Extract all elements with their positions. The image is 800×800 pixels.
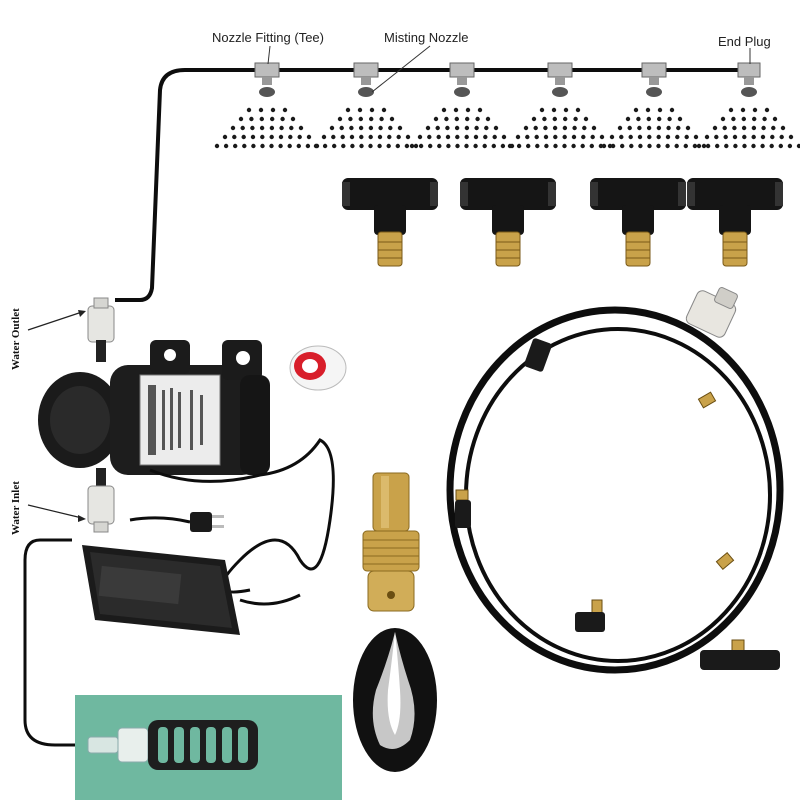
tee-fittings-row xyxy=(342,178,783,267)
diaphragm-pump-icon xyxy=(38,297,270,533)
mist-spray xyxy=(601,107,707,149)
misting-ring-icon xyxy=(446,287,784,674)
callout-line-nozzle-fitting xyxy=(267,45,271,65)
power-cable xyxy=(149,438,335,594)
end-plug xyxy=(737,62,761,85)
nozzle-fitting-tee xyxy=(449,62,475,85)
mist-spray xyxy=(696,107,800,149)
ac-plug-icon xyxy=(190,512,224,532)
label-misting-nozzle: Misting Nozzle xyxy=(384,30,469,45)
label-water-inlet: Water Inlet xyxy=(10,481,22,535)
arrow-water-inlet xyxy=(27,504,83,519)
mist-spray xyxy=(507,107,613,149)
tee-fitting xyxy=(460,178,556,267)
arrow-water-outlet xyxy=(27,311,83,331)
misting-line xyxy=(115,62,800,302)
callout-line-misting-nozzle xyxy=(371,45,431,93)
power-adapter-icon xyxy=(82,545,301,635)
inlet-tube xyxy=(23,538,80,747)
arrow-head-inlet xyxy=(78,515,86,522)
supply-tube xyxy=(115,68,750,302)
misting-nozzle-heads xyxy=(259,87,757,97)
nozzle-fitting-tee xyxy=(547,62,573,85)
nozzle-fitting-tee xyxy=(254,62,280,85)
mist-spray-photo xyxy=(353,628,437,772)
label-nozzle-fitting: Nozzle Fitting (Tee) xyxy=(212,30,324,45)
nozzle-fitting-tee xyxy=(641,62,667,85)
mist-spray xyxy=(214,107,320,149)
label-end-plug: End Plug xyxy=(718,34,771,49)
mist-spray xyxy=(409,107,515,149)
tee-fitting xyxy=(687,178,783,267)
nozzle-fitting-tee xyxy=(353,62,379,85)
mist-spray-patterns xyxy=(214,107,800,149)
tee-fitting xyxy=(342,178,438,267)
label-water-outlet: Water Outlet xyxy=(10,308,22,370)
tee-fitting xyxy=(590,178,686,267)
arrow-head-outlet xyxy=(78,310,86,317)
water-filter-icon xyxy=(75,695,342,800)
brass-nozzle-icon xyxy=(362,472,420,612)
mist-spray xyxy=(313,107,419,149)
power-cable-plug xyxy=(129,516,191,524)
ptfe-tape-icon xyxy=(289,345,347,391)
